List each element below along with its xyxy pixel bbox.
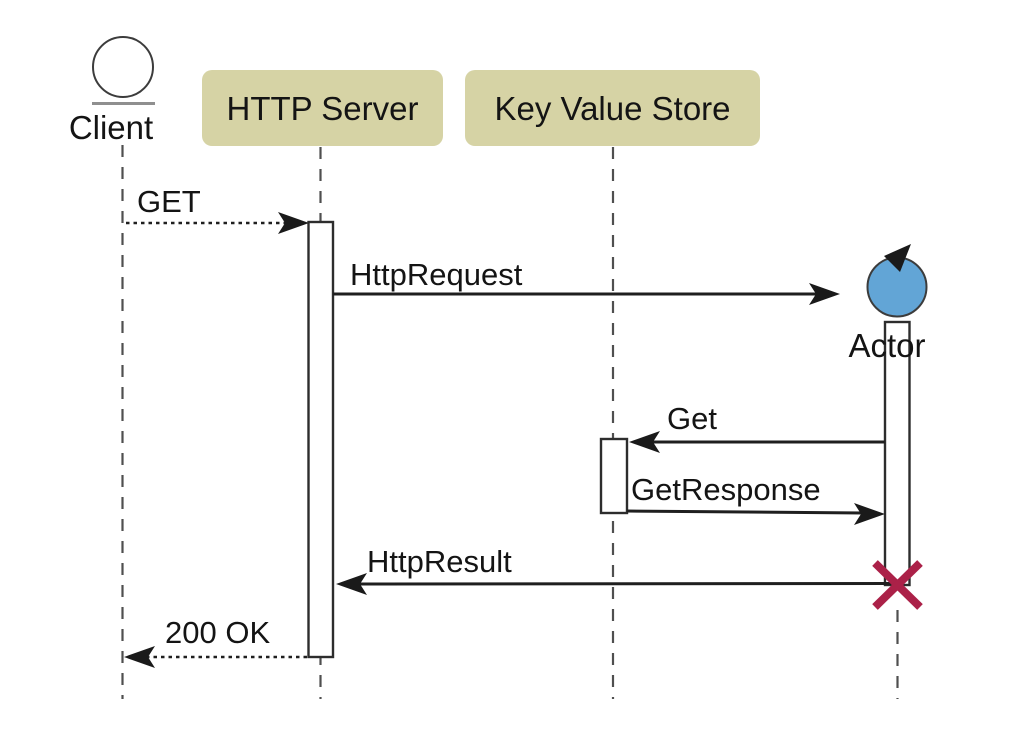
participant-label-kv-store: Key Value Store bbox=[494, 90, 730, 127]
message-label: GetResponse bbox=[631, 472, 821, 507]
actor-control-arrow-icon bbox=[884, 244, 911, 272]
message-label: 200 OK bbox=[165, 615, 270, 650]
arrowhead-right-icon bbox=[854, 503, 885, 525]
participant-label-http-server: HTTP Server bbox=[227, 90, 419, 127]
participant-http-server: HTTP Server bbox=[202, 70, 443, 146]
message-label: Get bbox=[667, 401, 717, 436]
participant-box-http-server bbox=[202, 70, 443, 146]
activation-bar-http-server bbox=[307, 220, 335, 659]
arrowhead-left-icon bbox=[336, 573, 367, 595]
arrowhead-right-icon bbox=[278, 212, 309, 234]
participant-actor: Actor bbox=[848, 244, 928, 364]
client-entity-circle-icon bbox=[92, 36, 154, 98]
arrowhead-right-icon bbox=[809, 283, 840, 305]
participant-client: Client bbox=[69, 36, 155, 146]
activation-bar-actor bbox=[883, 320, 911, 587]
message-http-request: HttpRequest bbox=[333, 257, 840, 305]
arrowhead-left-icon bbox=[629, 431, 660, 453]
participant-box-kv-store bbox=[465, 70, 760, 146]
message-line bbox=[626, 509, 864, 515]
destroy-x-stroke bbox=[872, 560, 923, 610]
message-get: Get bbox=[629, 401, 885, 453]
message-http-result: HttpResult bbox=[336, 544, 892, 595]
arrowhead-left-icon bbox=[124, 646, 155, 668]
message-label: HttpRequest bbox=[350, 257, 523, 292]
participant-label-client: Client bbox=[69, 109, 153, 146]
message-get-request: GET bbox=[126, 184, 309, 234]
message-label: GET bbox=[137, 184, 201, 219]
message-label: HttpResult bbox=[367, 544, 512, 579]
participant-label-actor: Actor bbox=[848, 327, 925, 364]
message-200-ok: 200 OK bbox=[124, 615, 308, 668]
message-line bbox=[356, 582, 892, 586]
participant-kv-store: Key Value Store bbox=[465, 70, 760, 146]
activation-bar-kv-store bbox=[599, 437, 629, 515]
actor-destroy-x-icon bbox=[872, 560, 923, 610]
message-get-response: GetResponse bbox=[626, 472, 885, 525]
